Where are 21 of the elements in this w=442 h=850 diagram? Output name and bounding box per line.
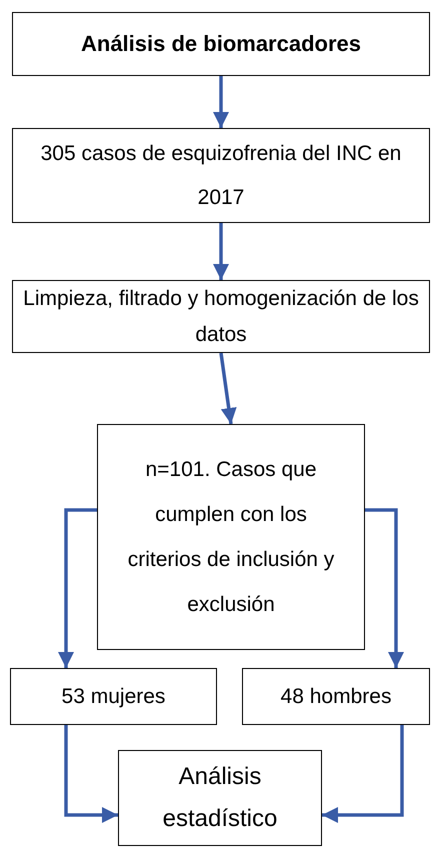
process-box [12,12,430,76]
process-box [12,280,430,353]
process-box [97,424,365,650]
box-label: 305 casos de esquizofrenia del INC en 2017 [40,140,402,210]
process-box [118,750,322,846]
box-label: Limpieza, filtrado y homogenización de los datos [22,286,420,348]
box-label: Análisis de biomarcadores [81,30,361,58]
process-box [242,668,430,725]
box-label: Análisis estadístico [162,762,278,834]
arrow [365,508,404,668]
process-box [10,668,217,725]
arrow [219,352,237,424]
arrow [213,76,229,128]
box-label: 48 hombres [280,684,392,710]
arrow [213,223,229,280]
process-box [12,128,430,223]
arrow [322,725,404,823]
box-label: n=101. Casos que cumplen con los criterios de inclusión y exclusión [126,457,336,618]
arrow [58,508,97,668]
box-label: 53 mujeres [62,684,166,710]
arrow [64,725,118,823]
